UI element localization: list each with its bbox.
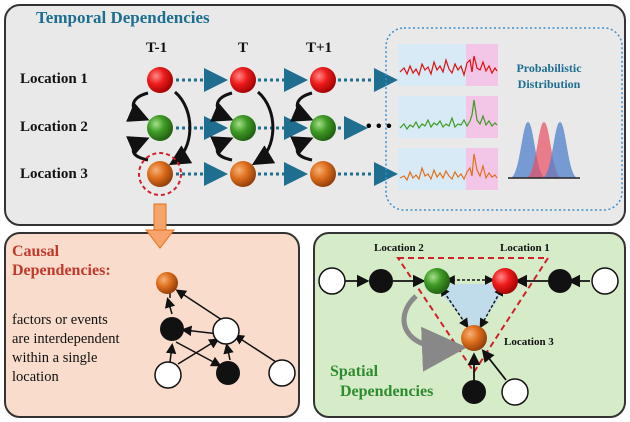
causal-target-node: [156, 272, 178, 294]
location-2-label: Location 2: [20, 119, 88, 135]
timeseries-panels: [398, 44, 498, 190]
node-t-location-1: [230, 67, 256, 93]
spatial-node-black-bottom: [462, 380, 486, 404]
spatial-title: Spatial Dependencies: [330, 362, 433, 402]
node-t-1-location-1: [147, 67, 173, 93]
spatial-title-line1: Spatial: [330, 363, 379, 380]
node-t-1-location-3: [147, 161, 173, 187]
spatial-node-black-right: [548, 269, 572, 293]
time-label-t-1: T-1: [146, 40, 168, 56]
temporal-title: Temporal Dependencies: [36, 8, 210, 27]
time-label-t+1: T+1: [306, 40, 333, 56]
down-arrow: [144, 203, 176, 249]
causal-node-white-2: [154, 361, 182, 389]
causal-text-line: location: [12, 369, 59, 385]
causal-node-white-3: [268, 359, 296, 387]
node-t+1-location-2: [310, 115, 336, 141]
causal-node-black-2: [216, 361, 240, 385]
prob-label-line2: Distribution: [517, 77, 581, 91]
spatial-graph: [318, 257, 619, 406]
causal-description: factors or events are interdependent wit…: [12, 311, 119, 387]
timeseries-box: [385, 27, 623, 211]
prob-label-line1: Probabilistic: [516, 61, 582, 75]
spatial-location-1-label: Location 1: [500, 242, 550, 254]
temporal-curved-arrows: [126, 90, 314, 166]
node-t-1-location-2: [147, 115, 173, 141]
selected-node-ring: [138, 152, 182, 196]
spatial-node-location-3: [461, 325, 487, 351]
spatial-node-white-right: [591, 267, 619, 295]
causal-node-black-1: [160, 317, 184, 341]
causal-title-line1: Causal: [12, 243, 60, 260]
temporal-panel: [4, 4, 626, 226]
location-3-label: Location 3: [20, 166, 88, 182]
causal-text-line: factors or events: [12, 312, 108, 328]
causal-title-line2: Dependencies:: [12, 262, 111, 279]
causal-text-line: are interdependent: [12, 331, 120, 347]
location-1-label: Location 1: [20, 71, 88, 87]
causal-node-white-1: [212, 317, 240, 345]
node-t-location-3: [230, 161, 256, 187]
ellipsis: • • •: [366, 118, 392, 135]
spatial-node-white-left: [318, 267, 346, 295]
spatial-node-black-left: [369, 269, 393, 293]
spatial-node-location-1: [492, 268, 518, 294]
probability-distribution: [508, 122, 580, 179]
temporal-nodes: [138, 67, 336, 196]
spatial-node-white-bottom: [501, 378, 529, 406]
causal-text-line: within a single: [12, 350, 98, 366]
node-t+1-location-3: [310, 161, 336, 187]
spatial-title-line2: Dependencies: [340, 383, 434, 400]
spatial-node-location-2: [424, 268, 450, 294]
temporal-arrows: [176, 68, 398, 186]
node-t-location-2: [230, 115, 256, 141]
spatial-location-3-label: Location 3: [504, 336, 554, 348]
time-label-t: T: [238, 40, 249, 56]
causal-graph: [154, 272, 296, 389]
spatial-location-2-label: Location 2: [374, 242, 424, 254]
causal-panel: [4, 232, 300, 418]
node-t+1-location-1: [310, 67, 336, 93]
causal-title: Causal Dependencies:: [12, 242, 111, 280]
prob-label: Probabilistic Distribution: [504, 60, 594, 92]
